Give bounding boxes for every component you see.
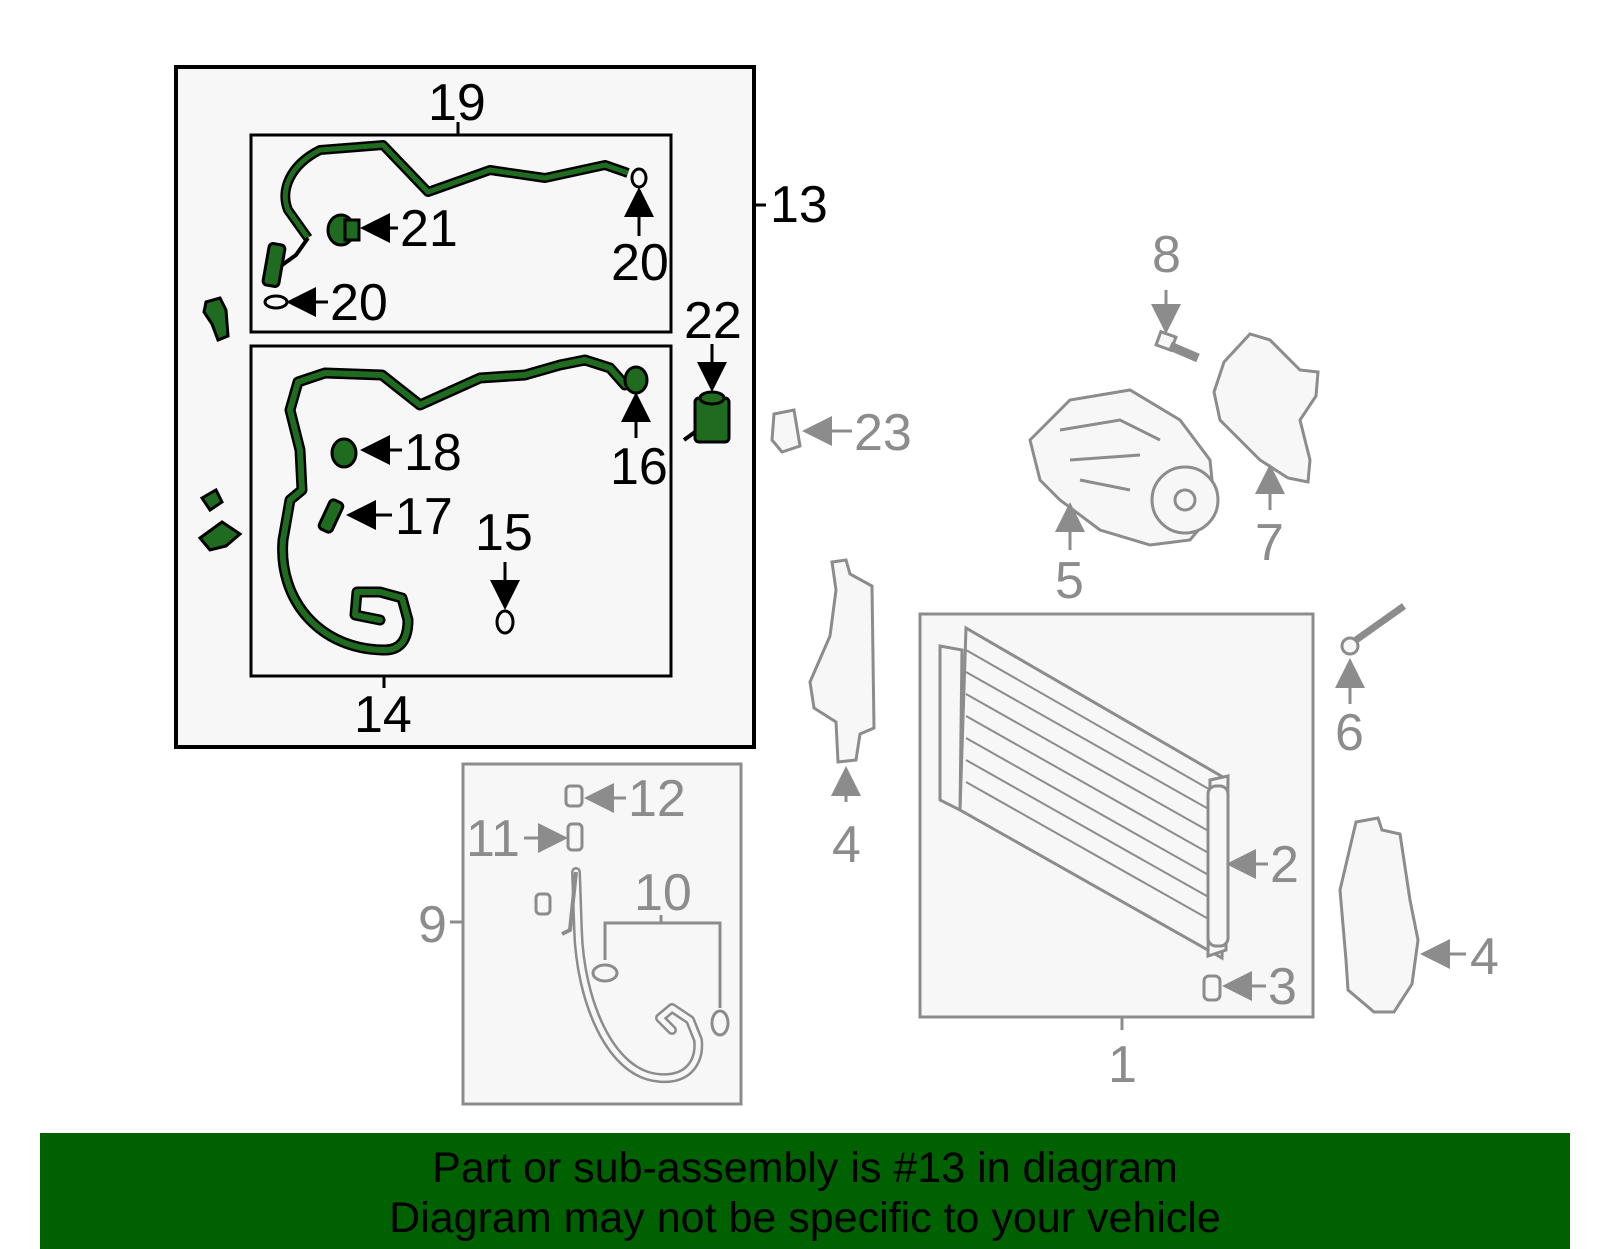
callout-10: 10	[634, 864, 692, 922]
banner-line-2: Diagram may not be specific to your vehi…	[389, 1194, 1221, 1242]
part-5-compressor	[1028, 388, 1220, 547]
part-3-plug	[1202, 974, 1222, 1002]
part-17-valve	[317, 498, 345, 534]
part-11-valve	[566, 822, 584, 852]
callout-13: 13	[770, 176, 828, 234]
callout-20-left: 20	[330, 274, 388, 332]
part-18-cap	[330, 437, 358, 469]
callout-23: 23	[854, 404, 912, 462]
o-ring-10-right	[710, 1009, 730, 1037]
callout-1: 1	[1108, 1036, 1137, 1094]
mounting-bracket-lower	[197, 487, 243, 552]
callout-15: 15	[475, 504, 533, 562]
callout-21: 21	[400, 200, 458, 258]
callout-20-right: 20	[611, 234, 669, 292]
callout-7: 7	[1255, 514, 1284, 572]
callout-9: 9	[418, 896, 447, 954]
sub-assembly-14-box	[249, 344, 673, 678]
part-6-bolt	[1340, 603, 1407, 656]
o-ring-10-left	[591, 963, 619, 983]
callout-16: 16	[610, 438, 668, 496]
part-2-receiver-drier	[1206, 784, 1230, 948]
part-7-bracket	[1212, 332, 1320, 484]
part-8-bolt	[1154, 329, 1200, 363]
callout-4-left: 4	[832, 816, 861, 874]
callout-4-right: 4	[1470, 928, 1499, 986]
callout-5: 5	[1055, 552, 1084, 610]
callout-22: 22	[684, 292, 742, 350]
callout-14: 14	[354, 686, 412, 744]
callout-17: 17	[395, 488, 453, 546]
banner-line-1: Part or sub-assembly is #13 in diagram	[432, 1144, 1178, 1192]
diagram-notice-banner: Part or sub-assembly is #13 in diagram D…	[40, 1133, 1570, 1249]
callout-8: 8	[1152, 226, 1181, 284]
callout-19: 19	[428, 74, 486, 132]
callout-18: 18	[404, 424, 462, 482]
callout-12: 12	[628, 770, 686, 828]
hose-19-fitting	[261, 242, 287, 288]
callout-2: 2	[1270, 836, 1299, 894]
part-4-seal-left	[808, 558, 876, 764]
o-ring-15	[495, 609, 515, 635]
part-9-plug	[534, 892, 552, 916]
callout-11: 11	[466, 810, 520, 868]
part-12-cap	[564, 784, 584, 808]
part-4-seal-right	[1338, 816, 1420, 1014]
part-16-seal	[623, 365, 649, 395]
callout-3: 3	[1268, 958, 1297, 1016]
mounting-bracket-upper	[202, 296, 230, 342]
part-23-clip	[770, 408, 802, 454]
callout-6: 6	[1335, 704, 1364, 762]
